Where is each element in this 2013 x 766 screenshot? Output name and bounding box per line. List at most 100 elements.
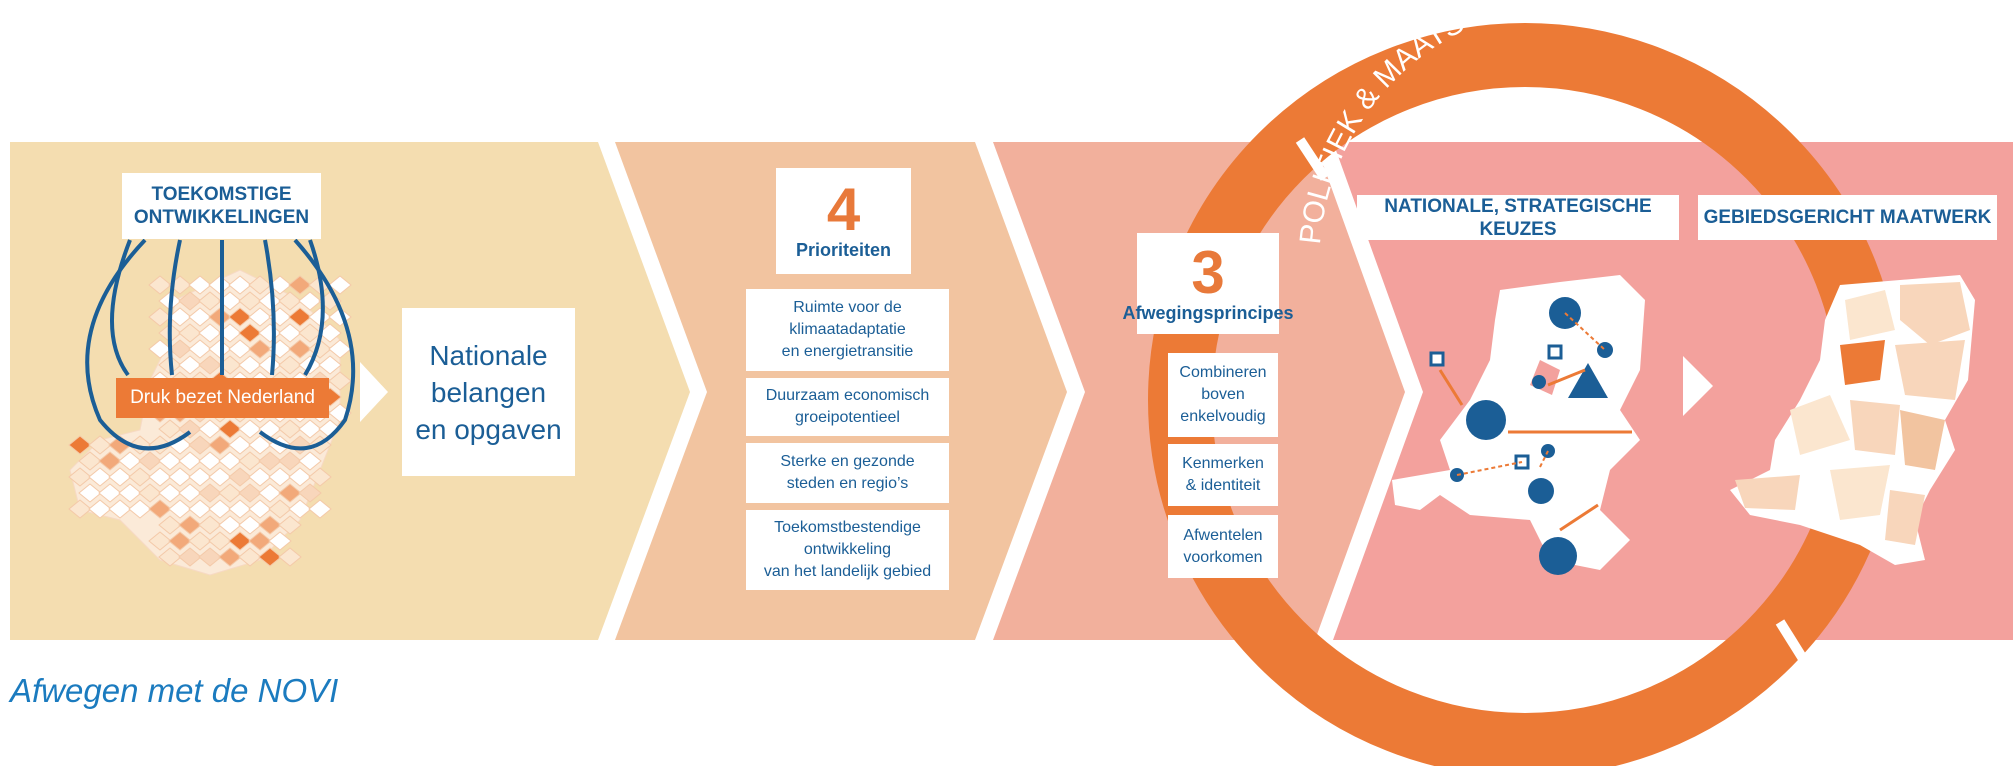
grid-cell	[238, 515, 262, 535]
grid-cell	[238, 323, 262, 343]
area-specific-map	[1730, 275, 1975, 565]
grid-cell	[248, 499, 272, 519]
figure-caption: Afwegen met de NOVI	[10, 672, 339, 709]
grid-cell	[198, 451, 222, 471]
grid-cell	[238, 291, 262, 311]
grid-cell	[78, 483, 102, 503]
grid-cell	[68, 467, 92, 487]
grid-cell	[278, 419, 302, 439]
grid-cell	[248, 275, 272, 295]
grid-cell	[278, 515, 302, 535]
grid-cell	[228, 339, 252, 359]
grid-cell	[248, 467, 272, 487]
strategic-choices-header: NATIONALE, STRATEGISCHE KEUZES	[1357, 195, 1679, 240]
area-specific-header: GEBIEDSGERICHT MAATWERK	[1698, 195, 1997, 240]
grid-cell	[328, 371, 352, 391]
grid-cell	[178, 451, 202, 471]
grid-cell	[88, 435, 112, 455]
grid-cell	[298, 291, 322, 311]
grid-cell	[228, 531, 252, 551]
grid-cell	[88, 467, 112, 487]
grid-cell	[68, 499, 92, 519]
grid-cell	[278, 547, 302, 567]
grid-cell	[178, 291, 202, 311]
grid-cell	[128, 467, 152, 487]
future-developments-header: TOEKOMSTIGE ONTWIKKELINGEN	[122, 173, 321, 239]
priority-item-3: Sterke en gezonde steden en regio’s	[746, 443, 949, 503]
priority-item-2: Duurzaam economisch groeipotentieel	[746, 378, 949, 436]
grid-cell	[288, 307, 312, 327]
grid-cell	[188, 531, 212, 551]
grid-cell	[178, 515, 202, 535]
grid-cell	[318, 355, 342, 375]
grid-cell	[218, 547, 242, 567]
grid-cell	[198, 547, 222, 567]
grid-cell	[288, 467, 312, 487]
grid-cell	[198, 323, 222, 343]
grid-cell	[158, 483, 182, 503]
grid-cell	[228, 499, 252, 519]
grid-cell	[228, 307, 252, 327]
grid-cell	[238, 451, 262, 471]
grid-cell	[238, 547, 262, 567]
grid-cell	[298, 483, 322, 503]
grid-cell	[268, 499, 292, 519]
grid-cell	[268, 531, 292, 551]
grid-cell	[238, 355, 262, 375]
grid-cell	[108, 499, 132, 519]
grid-cell	[178, 419, 202, 439]
grid-cell	[218, 451, 242, 471]
grid-cell	[88, 499, 112, 519]
pressure-label: Druk bezet Nederland	[116, 378, 329, 418]
grid-cell	[278, 323, 302, 343]
grid-cell	[278, 355, 302, 375]
grid-cell	[298, 419, 322, 439]
grid-cell	[138, 451, 162, 471]
grid-cell	[258, 547, 282, 567]
grid-cell	[298, 323, 322, 343]
grid-cell	[308, 499, 332, 519]
grid-cell	[298, 451, 322, 471]
stage-1-arrow	[360, 362, 388, 422]
grid-cell	[288, 275, 312, 295]
grid-cell	[98, 451, 122, 471]
grid-cell	[148, 499, 172, 519]
grid-cell	[328, 339, 352, 359]
principle-item-2: Kenmerken & identiteit	[1168, 444, 1278, 506]
grid-cell	[248, 435, 272, 455]
grid-cell	[198, 483, 222, 503]
grid-cell	[148, 275, 172, 295]
grid-cell	[168, 307, 192, 327]
principle-item-1: Combineren boven enkelvoudig	[1168, 353, 1278, 437]
grid-cell	[188, 499, 212, 519]
grid-cell	[288, 339, 312, 359]
grid-cell	[288, 499, 312, 519]
priority-item-1: Ruimte voor de klimaatadaptatie en energ…	[746, 289, 949, 371]
grid-cell	[308, 467, 332, 487]
grid-cell	[218, 419, 242, 439]
grid-cell	[228, 275, 252, 295]
grid-cell	[178, 355, 202, 375]
grid-cell	[78, 451, 102, 471]
grid-cell	[258, 515, 282, 535]
grid-cell	[238, 483, 262, 503]
grid-cell	[238, 419, 262, 439]
grid-cell	[208, 467, 232, 487]
grid-cell	[148, 531, 172, 551]
weighing-principles-box: 3 Afwegingsprincipes	[1122, 233, 1294, 334]
grid-cell	[148, 307, 172, 327]
grid-cell	[208, 531, 232, 551]
grid-cell	[278, 451, 302, 471]
grid-cell	[118, 451, 142, 471]
grid-cell	[198, 515, 222, 535]
grid-cell	[328, 275, 352, 295]
grid-cell	[218, 515, 242, 535]
grid-cell	[158, 515, 182, 535]
grid-cell	[108, 467, 132, 487]
grid-cell	[188, 467, 212, 487]
stage-4-arrow	[1683, 356, 1713, 416]
grid-cell	[258, 451, 282, 471]
principle-item-3: Afwentelen voorkomen	[1168, 515, 1278, 578]
ring-gap-top	[1295, 137, 1330, 181]
